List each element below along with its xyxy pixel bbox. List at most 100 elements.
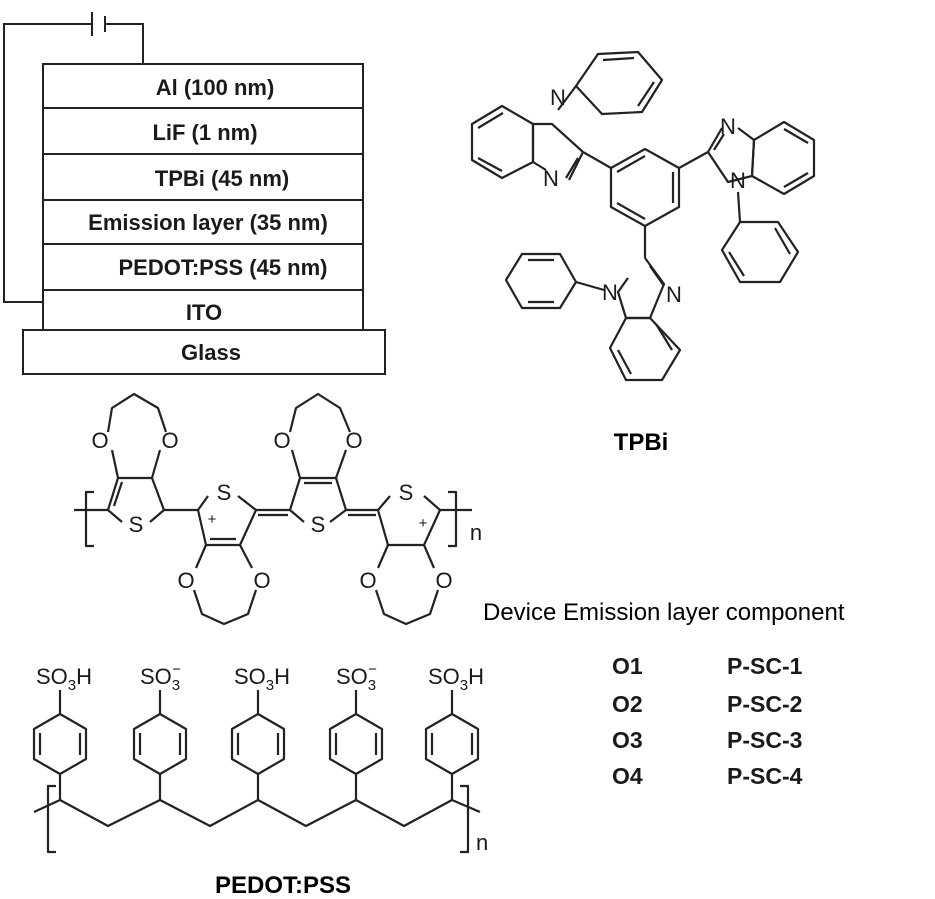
- pss-ring-5: [424, 712, 480, 776]
- bond: [194, 544, 208, 569]
- pedot-charge-plus: +: [208, 511, 217, 528]
- bond: [783, 128, 809, 144]
- tpbi-structure: [470, 50, 816, 382]
- bond: [557, 85, 577, 111]
- bond: [376, 544, 390, 569]
- device-component: P-SC-2: [727, 691, 802, 717]
- layer-label-lif: LiF (1 nm): [152, 120, 257, 145]
- phenyl-bottom: [504, 252, 578, 310]
- pedot-ring-3: [288, 476, 348, 523]
- bond: [110, 449, 120, 479]
- bond: [728, 251, 745, 277]
- benzo-top-right: [750, 120, 816, 196]
- layer-label-tpbi: TPBi (45 nm): [155, 166, 289, 191]
- device-stack: [3, 12, 386, 375]
- pedot-structure: [74, 392, 472, 626]
- pss-bracket-right: [460, 784, 470, 854]
- bond: [617, 349, 632, 375]
- pss-ring-3: [230, 712, 286, 776]
- layer-glass: [22, 329, 386, 375]
- bond: [736, 191, 742, 223]
- pss-ring-4: [328, 712, 384, 776]
- device-id: O3: [612, 727, 643, 753]
- emission-table: O1 P-SC-1 O2 P-SC-2 O3 P-SC-3 O4 P-SC-4: [612, 653, 803, 789]
- pss-repeat-n: n: [476, 830, 488, 855]
- bond: [290, 449, 302, 479]
- pss-group-4: SO3−: [336, 661, 377, 694]
- tpbi-atom-n: N: [666, 282, 682, 307]
- pedot-ring-2: [196, 495, 258, 547]
- bond: [565, 157, 579, 179]
- pedot-atom-o: O: [253, 568, 270, 593]
- phenyl-top-right: [720, 220, 800, 284]
- pedot-atom-o: O: [435, 568, 452, 593]
- tpbi-atom-n: N: [602, 280, 618, 305]
- pss-structure: [32, 690, 481, 854]
- bond: [774, 227, 791, 255]
- pss-ring-1: [32, 712, 88, 776]
- bond: [334, 449, 348, 479]
- device-id: O1: [612, 653, 643, 679]
- pss-ring-2: [132, 712, 188, 776]
- circuit-wire: [3, 23, 144, 303]
- dioxane-4: [374, 589, 440, 626]
- dioxane-3: [288, 392, 352, 433]
- pedot-atom-s: S: [217, 480, 232, 505]
- bond: [602, 56, 635, 62]
- pss-group-3: SO3H: [234, 664, 290, 694]
- bond: [649, 265, 665, 287]
- layer-label-glass: Glass: [181, 340, 241, 365]
- benzo-bottom: [608, 316, 682, 382]
- bond: [239, 544, 253, 569]
- dioxane-1: [106, 392, 168, 433]
- phenyl-top-left: [574, 50, 664, 116]
- pedot-repeat-n: n: [470, 520, 482, 545]
- emission-table-heading: Device Emission layer component: [483, 599, 845, 626]
- tpbi-atom-n: N: [720, 114, 736, 139]
- benzo-top-left: [470, 104, 535, 180]
- pss-group-1: SO3H: [36, 664, 92, 694]
- bond: [616, 155, 646, 173]
- layer-label-ito: ITO: [186, 300, 222, 325]
- pedot-atom-o: O: [273, 428, 290, 453]
- dioxane-2: [192, 589, 258, 626]
- bond: [616, 202, 646, 220]
- bond: [575, 280, 605, 292]
- tpbi-central-ring: [609, 147, 681, 228]
- bond: [655, 323, 673, 351]
- pss-backbone: [33, 798, 481, 828]
- bond: [582, 151, 612, 169]
- device-id: O4: [612, 763, 643, 789]
- bond: [422, 544, 436, 569]
- pss-bracket-left: [46, 784, 56, 854]
- imidazole-bottom: [616, 257, 666, 320]
- bond: [713, 133, 725, 151]
- pss-group-2: SO3−: [140, 661, 181, 694]
- pedot-atom-o: O: [177, 568, 194, 593]
- pss-rings: [32, 690, 480, 800]
- layer-label-emission: Emission layer (35 nm): [88, 210, 328, 235]
- bond: [783, 172, 809, 188]
- device-component: P-SC-3: [727, 727, 802, 753]
- pedot-atom-o: O: [91, 428, 108, 453]
- pedot-bracket-right: [448, 490, 458, 548]
- pedot-atom-o: O: [161, 428, 178, 453]
- layer-label-al: Al (100 nm): [156, 75, 275, 100]
- tpbi-caption: TPBi: [614, 429, 669, 456]
- pedot-bracket-left: [84, 490, 94, 548]
- tpbi-atom-n: N: [550, 85, 566, 110]
- pedot-charge-plus: +: [419, 515, 428, 532]
- pedot-atom-o: O: [345, 428, 362, 453]
- pedot-atom-s: S: [129, 512, 144, 537]
- device-component: P-SC-4: [727, 763, 803, 789]
- device-component: P-SC-1: [727, 653, 803, 679]
- pss-group-5: SO3H: [428, 664, 484, 694]
- bond: [477, 157, 503, 172]
- pedot-ring-4: [376, 495, 442, 547]
- tpbi-atom-n: N: [543, 166, 559, 191]
- pss-caption: PEDOT:PSS: [215, 872, 351, 899]
- pedot-ring-1: [106, 476, 166, 523]
- bond: [678, 151, 709, 169]
- bond: [637, 81, 655, 107]
